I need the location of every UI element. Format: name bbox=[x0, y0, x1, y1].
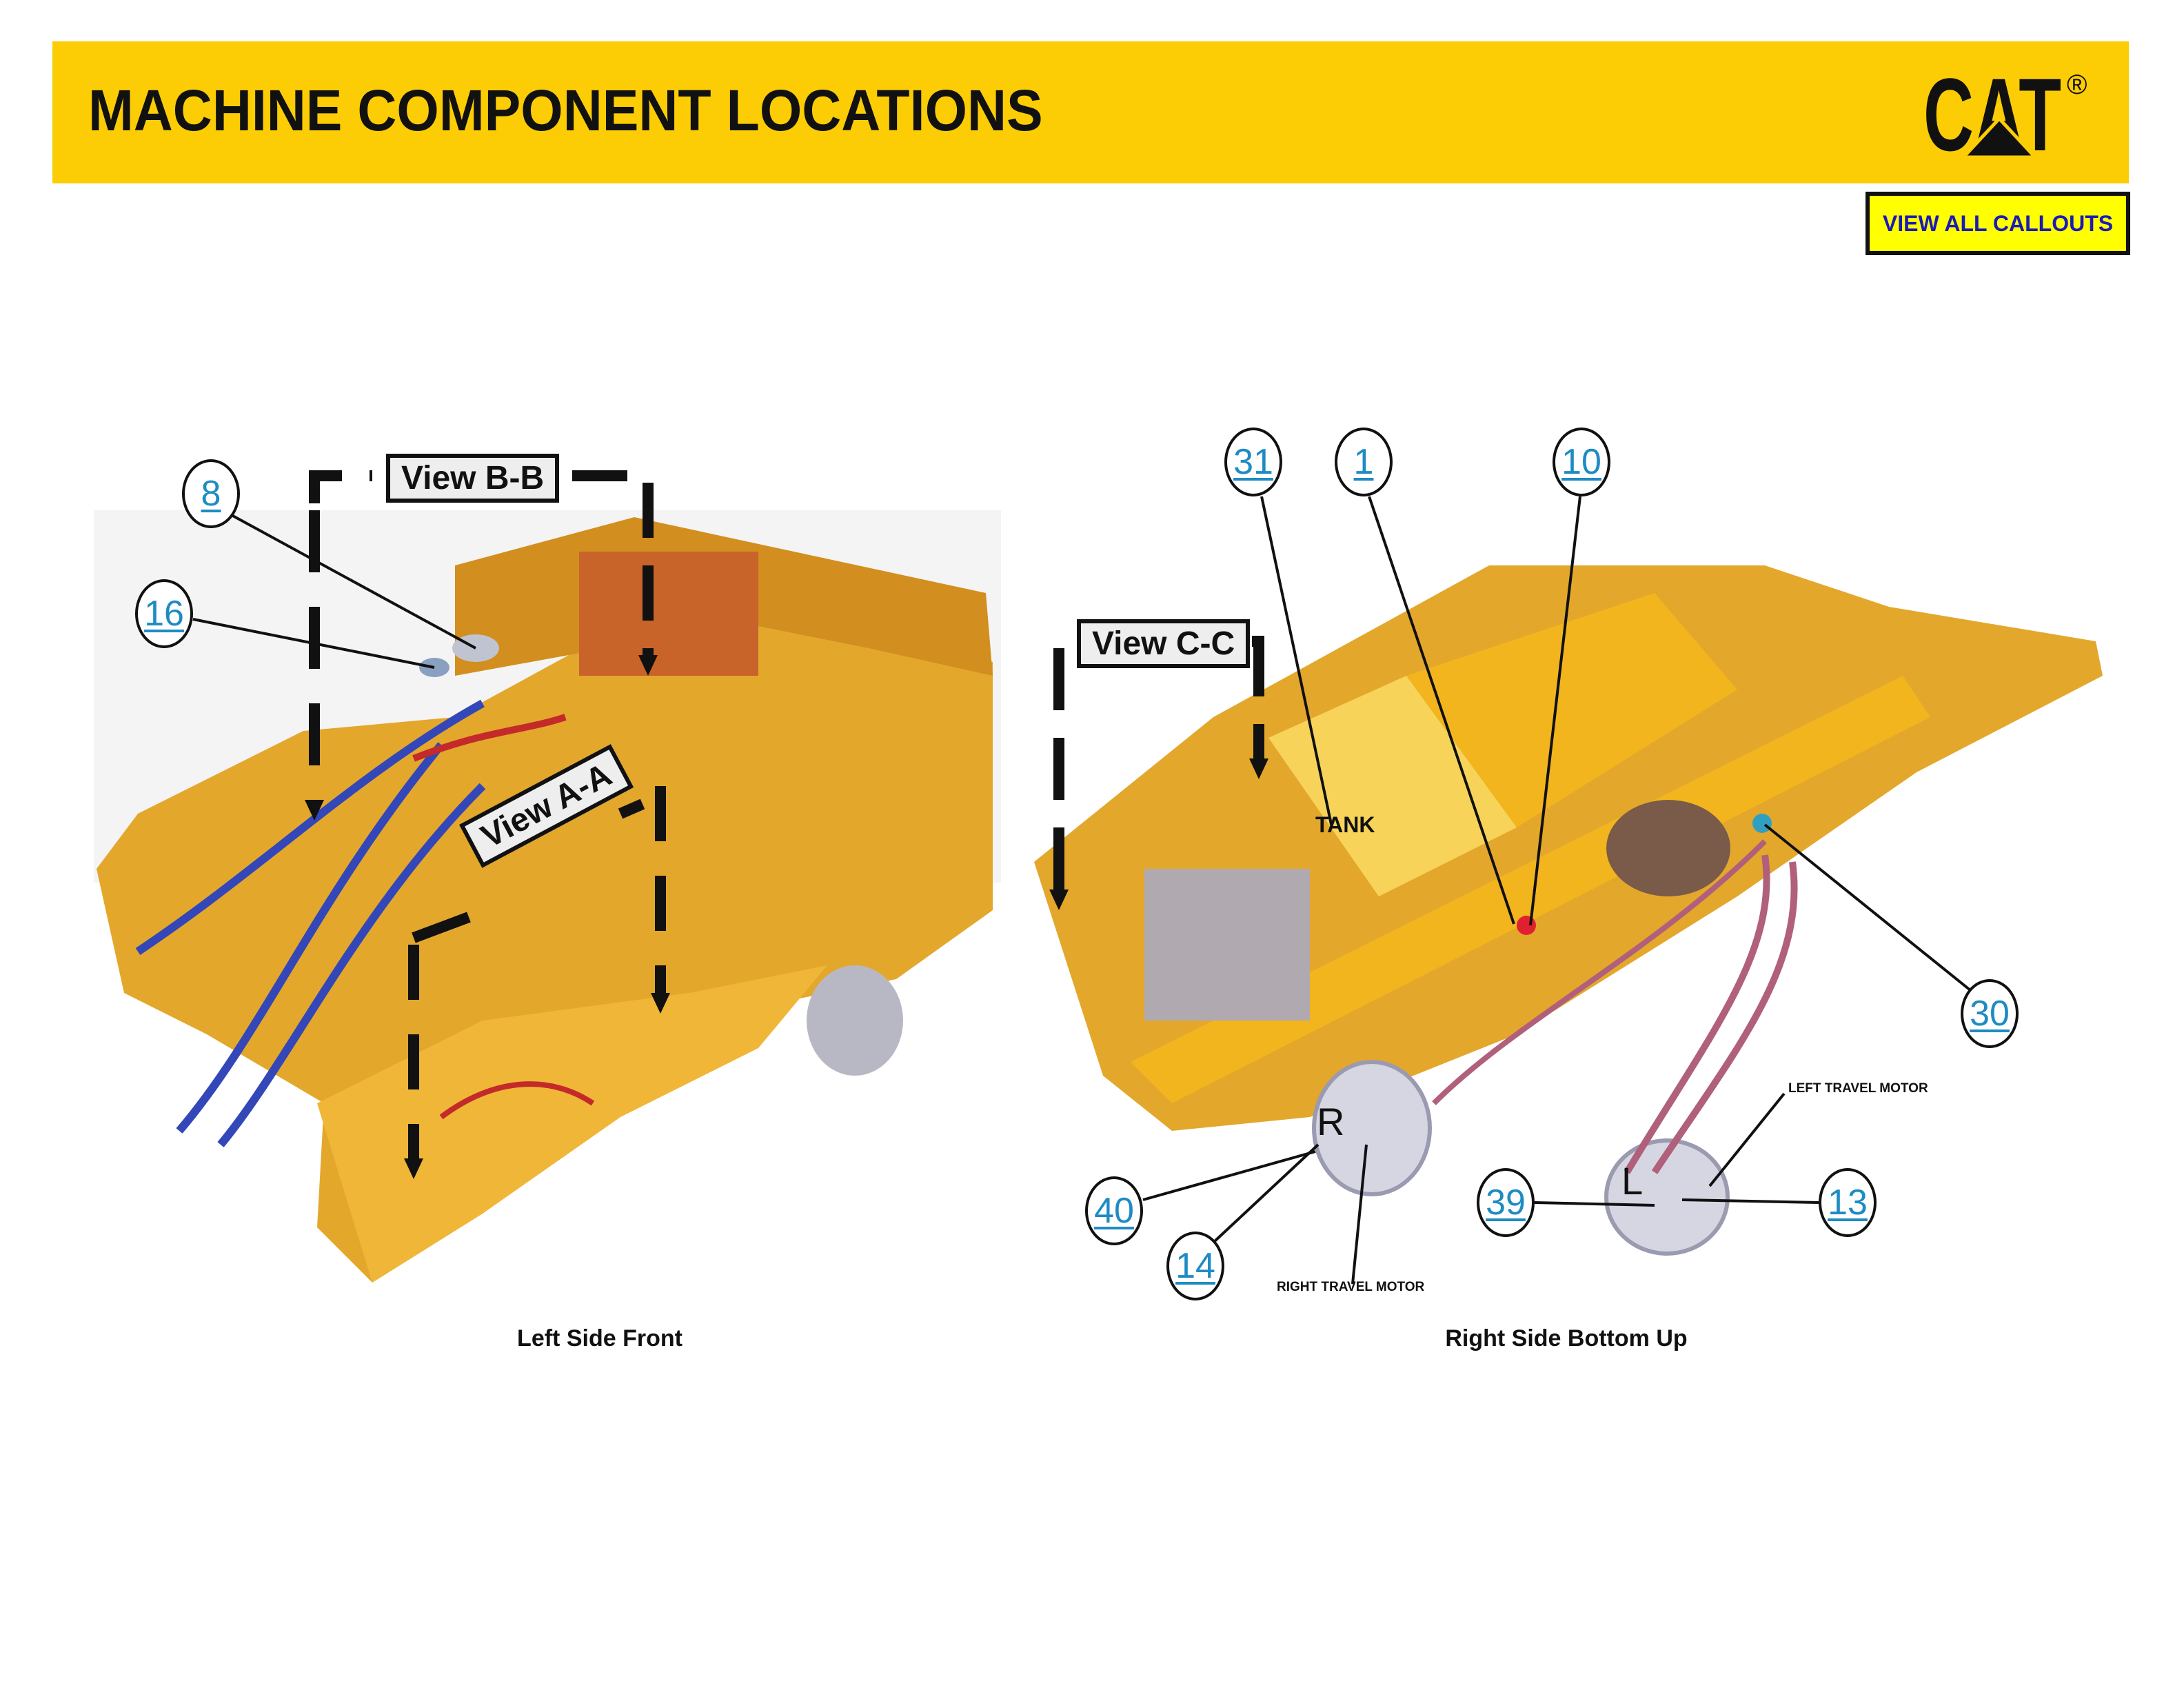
arrow-down-icon bbox=[638, 655, 658, 676]
hydraulic-hose bbox=[176, 742, 445, 1134]
view-c-c-label[interactable]: View C-C bbox=[1077, 619, 1251, 668]
callout-number: 8 bbox=[201, 474, 221, 514]
leader-line-40 bbox=[1142, 1150, 1316, 1201]
callout-1[interactable]: 1 bbox=[1335, 428, 1393, 496]
callout-40[interactable]: 40 bbox=[1085, 1176, 1143, 1245]
callout-31[interactable]: 31 bbox=[1224, 428, 1282, 496]
leader-line-31 bbox=[1260, 496, 1333, 828]
leader-line-39 bbox=[1534, 1201, 1655, 1207]
callout-14[interactable]: 14 bbox=[1166, 1232, 1224, 1300]
leader-lines bbox=[192, 496, 1972, 1285]
leader-line-13 bbox=[1681, 1198, 1819, 1204]
callout-number: 39 bbox=[1486, 1183, 1526, 1223]
component-10-part bbox=[1517, 916, 1536, 935]
upper-panel bbox=[1406, 593, 1737, 827]
callout-number: 1 bbox=[1353, 442, 1374, 482]
travel-motor-left-view bbox=[807, 965, 903, 1076]
hydraulic-hose-red bbox=[439, 1081, 595, 1120]
right-marker: R bbox=[1317, 1100, 1345, 1143]
registered-mark: ® bbox=[2067, 70, 2087, 100]
leader-line-16 bbox=[192, 618, 435, 669]
view-c-c-text: View C-C bbox=[1092, 625, 1235, 662]
callout-16[interactable]: 16 bbox=[135, 579, 193, 648]
callout-number: 10 bbox=[1561, 442, 1601, 482]
view-all-callouts-label: VIEW ALL CALLOUTS bbox=[1882, 210, 2114, 236]
excavator-frame-left bbox=[97, 607, 993, 1283]
left-marker: L bbox=[1621, 1159, 1644, 1203]
arrow-down-icon bbox=[1049, 890, 1069, 910]
callout-39[interactable]: 39 bbox=[1477, 1168, 1535, 1237]
right-side-bottom-up-illustration bbox=[1034, 565, 2103, 1256]
frame-rail-left bbox=[317, 965, 827, 1283]
header-bar bbox=[52, 41, 2129, 183]
section-line-a-a bbox=[412, 912, 471, 943]
tank-label: TANK bbox=[1315, 812, 1375, 837]
swing-drive bbox=[1606, 800, 1730, 896]
callout-number: 31 bbox=[1233, 442, 1273, 482]
page-title: MACHINE COMPONENT LOCATIONS bbox=[88, 78, 1043, 143]
travel-hose bbox=[1624, 854, 1770, 1174]
section-line-b-b bbox=[309, 470, 372, 503]
cat-triangle-icon bbox=[1959, 116, 2039, 159]
leader-line-right-travel-motor bbox=[1351, 1144, 1368, 1285]
tank-body bbox=[1268, 676, 1517, 896]
right-travel-motor-label: RIGHT TRAVEL MOTOR bbox=[1277, 1280, 1425, 1294]
leader-line-8 bbox=[230, 513, 476, 650]
cab-panel-left bbox=[579, 552, 758, 676]
callout-13[interactable]: 13 bbox=[1819, 1168, 1877, 1237]
caption-left-side-front: Left Side Front bbox=[517, 1325, 682, 1352]
callout-10[interactable]: 10 bbox=[1553, 428, 1610, 496]
leader-line-left-travel-motor bbox=[1708, 1092, 1786, 1187]
cat-logo: CAT ® bbox=[1923, 69, 2087, 159]
leader-line-14 bbox=[1213, 1143, 1320, 1243]
engine-area bbox=[1144, 869, 1310, 1021]
leader-line-10 bbox=[1529, 496, 1581, 926]
arrow-down-icon bbox=[651, 993, 670, 1014]
section-lines-right bbox=[1053, 636, 1264, 890]
callout-number: 30 bbox=[1970, 994, 2010, 1034]
callout-8[interactable]: 8 bbox=[182, 459, 240, 528]
section-line-c-c bbox=[1252, 636, 1264, 758]
callout-number: 14 bbox=[1175, 1246, 1215, 1286]
view-b-b-text: View B-B bbox=[401, 460, 545, 496]
arrow-down-icon bbox=[305, 800, 324, 821]
left-travel-motor bbox=[1604, 1138, 1730, 1256]
view-all-callouts-button[interactable]: VIEW ALL CALLOUTS bbox=[1866, 192, 2130, 255]
left-travel-motor-label: LEFT TRAVEL MOTOR bbox=[1788, 1081, 1928, 1096]
right-travel-motor bbox=[1312, 1060, 1432, 1196]
callout-30[interactable]: 30 bbox=[1961, 979, 2019, 1048]
arrow-down-icon bbox=[404, 1158, 423, 1179]
leader-line-1 bbox=[1368, 496, 1515, 925]
component-30-part bbox=[1752, 814, 1772, 833]
section-line-a-a bbox=[618, 798, 645, 819]
hydraulic-hose bbox=[217, 783, 486, 1147]
section-line-b-b bbox=[572, 470, 654, 662]
caption-right-side-bottom-up: Right Side Bottom Up bbox=[1445, 1325, 1688, 1352]
callout-number: 40 bbox=[1094, 1191, 1134, 1231]
hydraulic-hose bbox=[135, 699, 485, 955]
callout-number: 13 bbox=[1828, 1183, 1868, 1223]
main-beam bbox=[1131, 676, 1930, 1103]
section-lines-left bbox=[309, 470, 666, 1158]
view-b-b-label[interactable]: View B-B bbox=[386, 454, 560, 503]
arrow-down-icon bbox=[1249, 758, 1268, 779]
callout-number: 16 bbox=[144, 594, 184, 634]
leader-line-30 bbox=[1763, 823, 1972, 992]
travel-hose bbox=[1432, 839, 1767, 1105]
hydraulic-hose-red bbox=[412, 714, 567, 762]
travel-hose bbox=[1651, 861, 1798, 1174]
